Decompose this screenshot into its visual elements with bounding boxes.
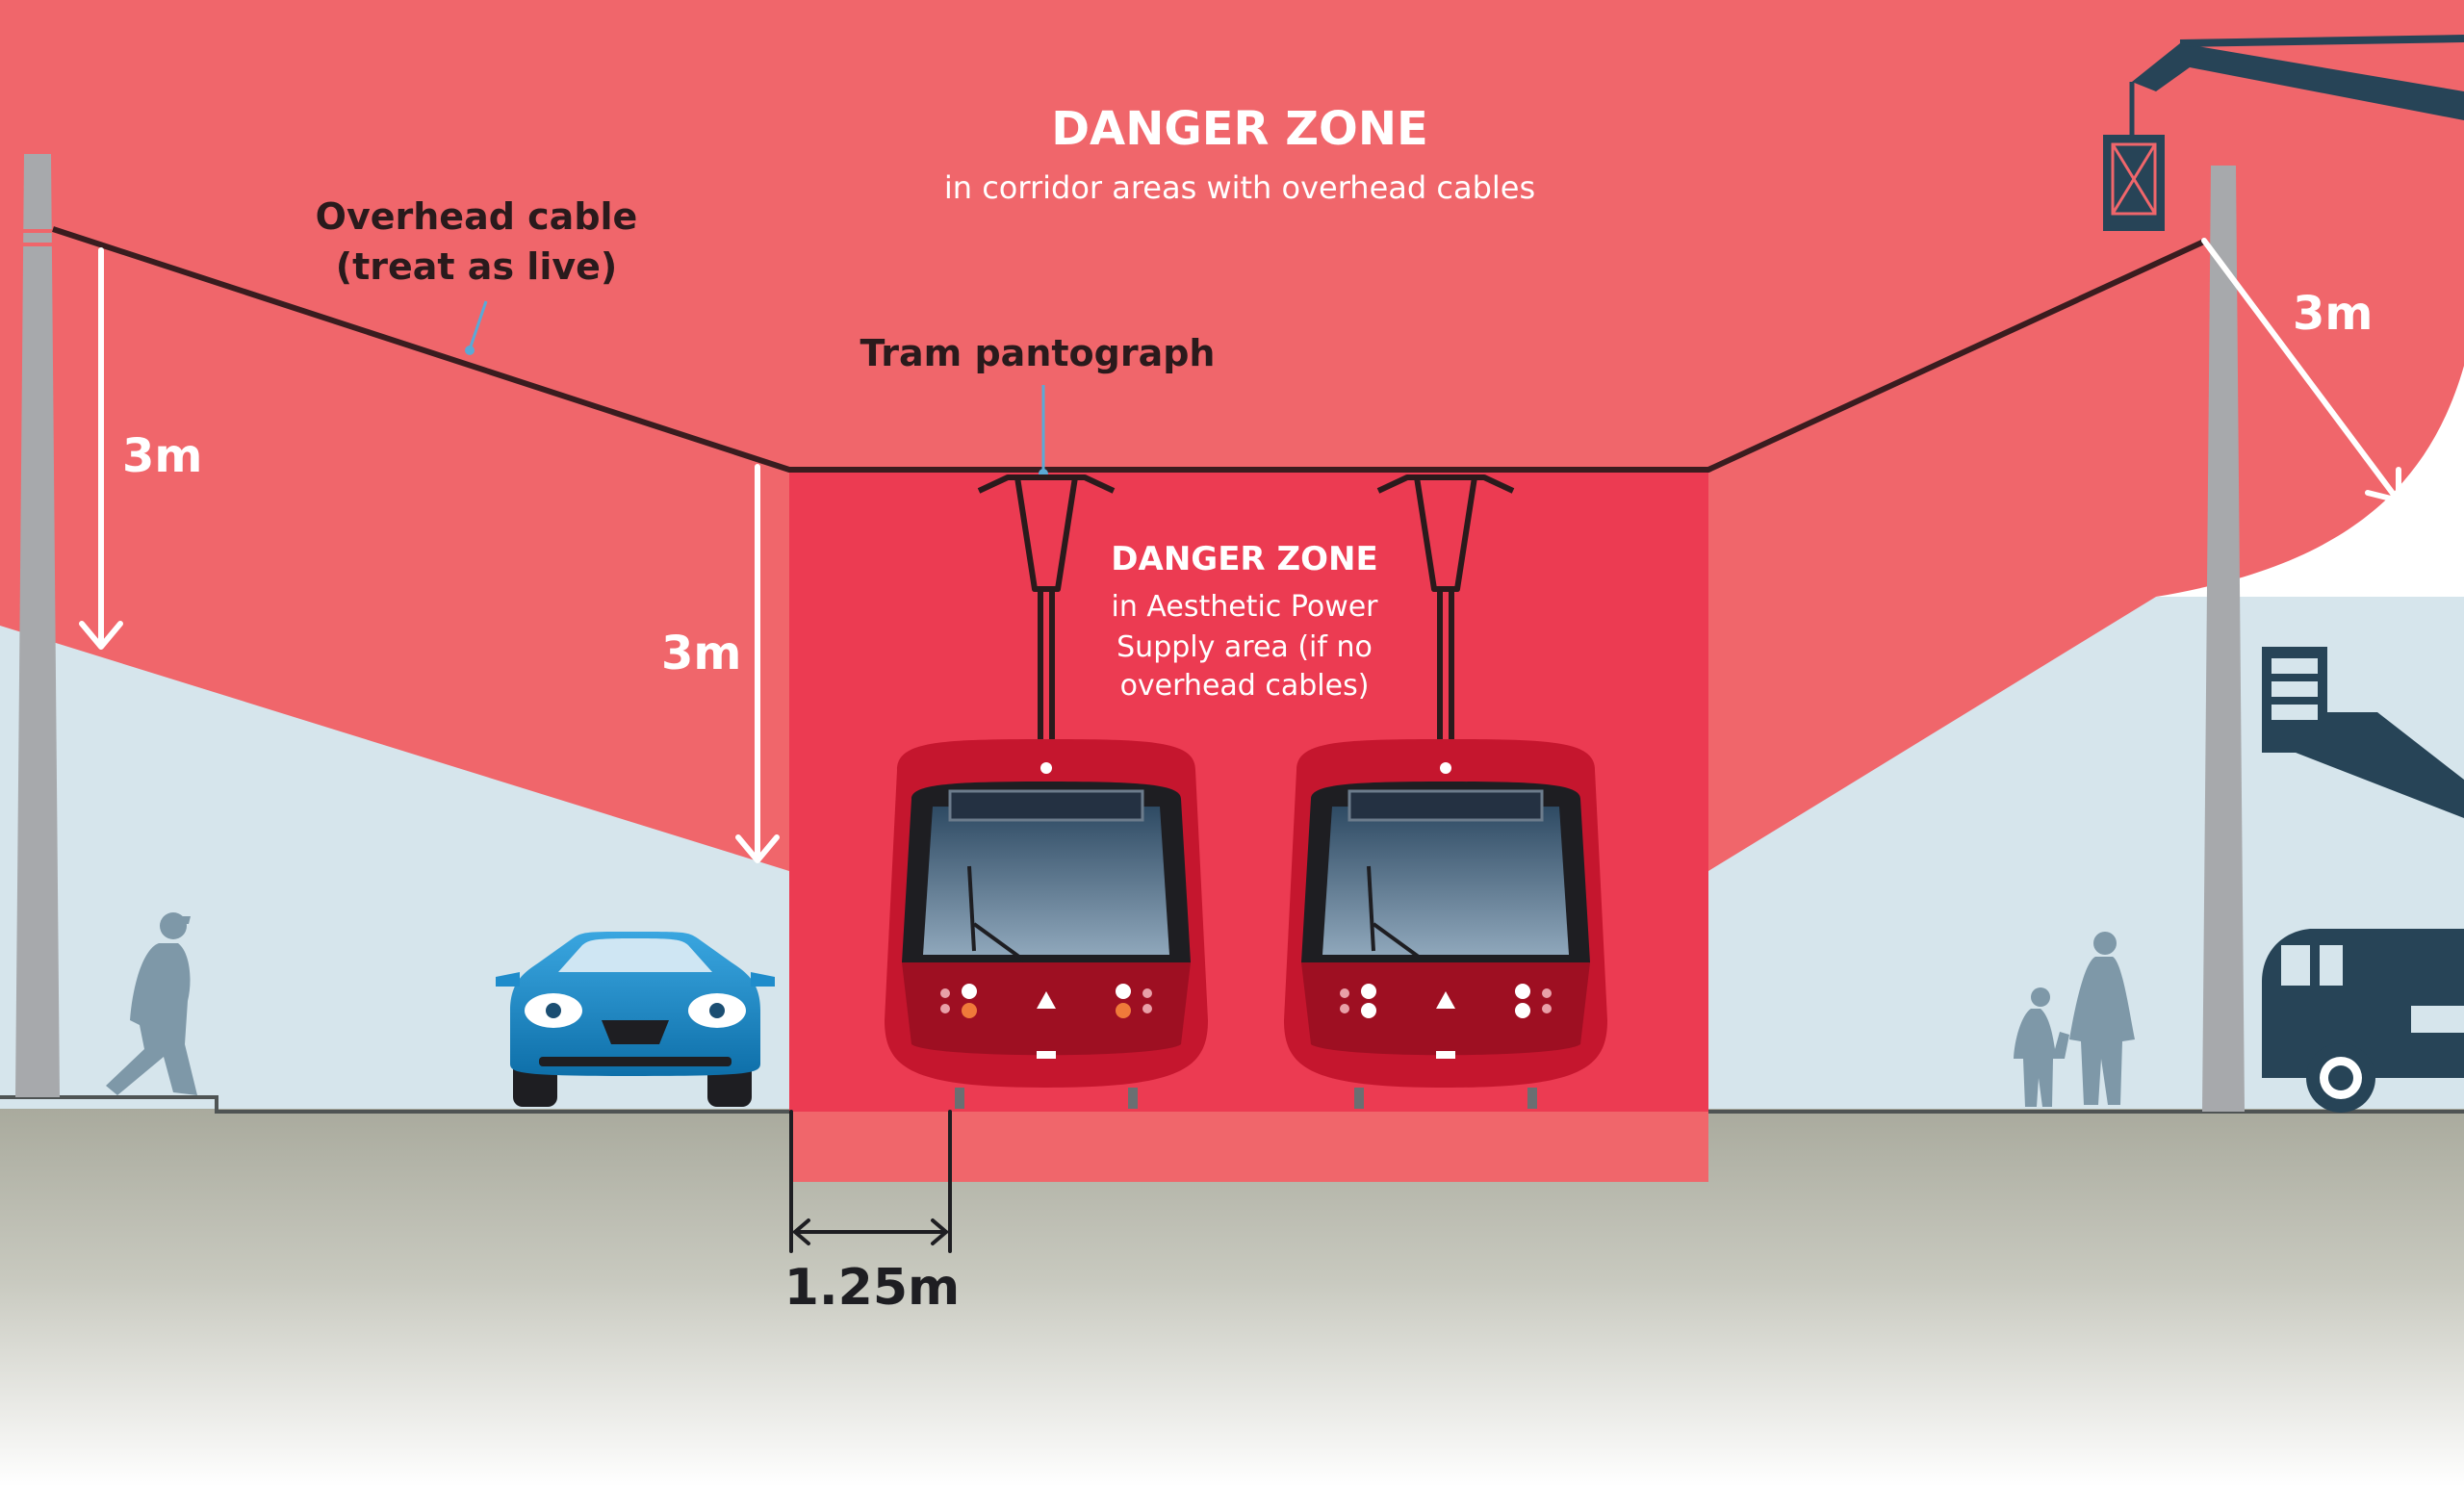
arrow-crane-3m <box>2201 238 2401 503</box>
danger-zone-supply-title: DANGER ZONE <box>1111 540 1377 578</box>
right-pole <box>2202 166 2245 1112</box>
crane-truck-icon <box>2262 647 2464 1113</box>
arrow-left-pole-3m <box>79 247 123 650</box>
overhead-cable-pointer-dot <box>465 346 475 355</box>
pedestrian-icon <box>106 912 197 1095</box>
danger-zone-corridor-subtitle: in corridor areas with overhead cables <box>944 169 1535 206</box>
overhead-cable-label-line1: Overhead cable <box>316 195 638 238</box>
tram-icon <box>1284 474 1607 1109</box>
danger-zone-corridor <box>0 0 2464 871</box>
overhead-cable <box>52 226 2208 473</box>
track-offset-dimension <box>789 1110 952 1253</box>
clearance-crane-label: 3m <box>2293 287 2373 341</box>
danger-zone-corridor-title: DANGER ZONE <box>1051 102 1428 156</box>
overhead-cable-label-line2: (treat as live) <box>336 245 618 288</box>
danger-zone-supply-line3: overhead cables) <box>1120 669 1370 703</box>
clearance-cable-mid-label: 3m <box>661 627 741 680</box>
left-pole <box>15 154 60 1097</box>
car-icon <box>496 932 775 1107</box>
crane-arm <box>2103 35 2464 231</box>
track-offset-label: 1.25m <box>784 1259 960 1317</box>
danger-zone-supply-line1: in Aesthetic Power <box>1111 590 1378 624</box>
arrow-cable-mid-3m <box>735 464 780 863</box>
danger-zone-supply-ground <box>789 1112 1708 1182</box>
overhead-cable-pointer <box>468 300 488 350</box>
clearance-left-pole-label: 3m <box>122 429 202 483</box>
tram-icon <box>885 474 1208 1109</box>
danger-zone-supply-line2: Supply area (if no <box>1116 630 1373 664</box>
tram-pantograph-label: Tram pantograph <box>860 332 1216 374</box>
family-icon <box>2014 932 2135 1107</box>
